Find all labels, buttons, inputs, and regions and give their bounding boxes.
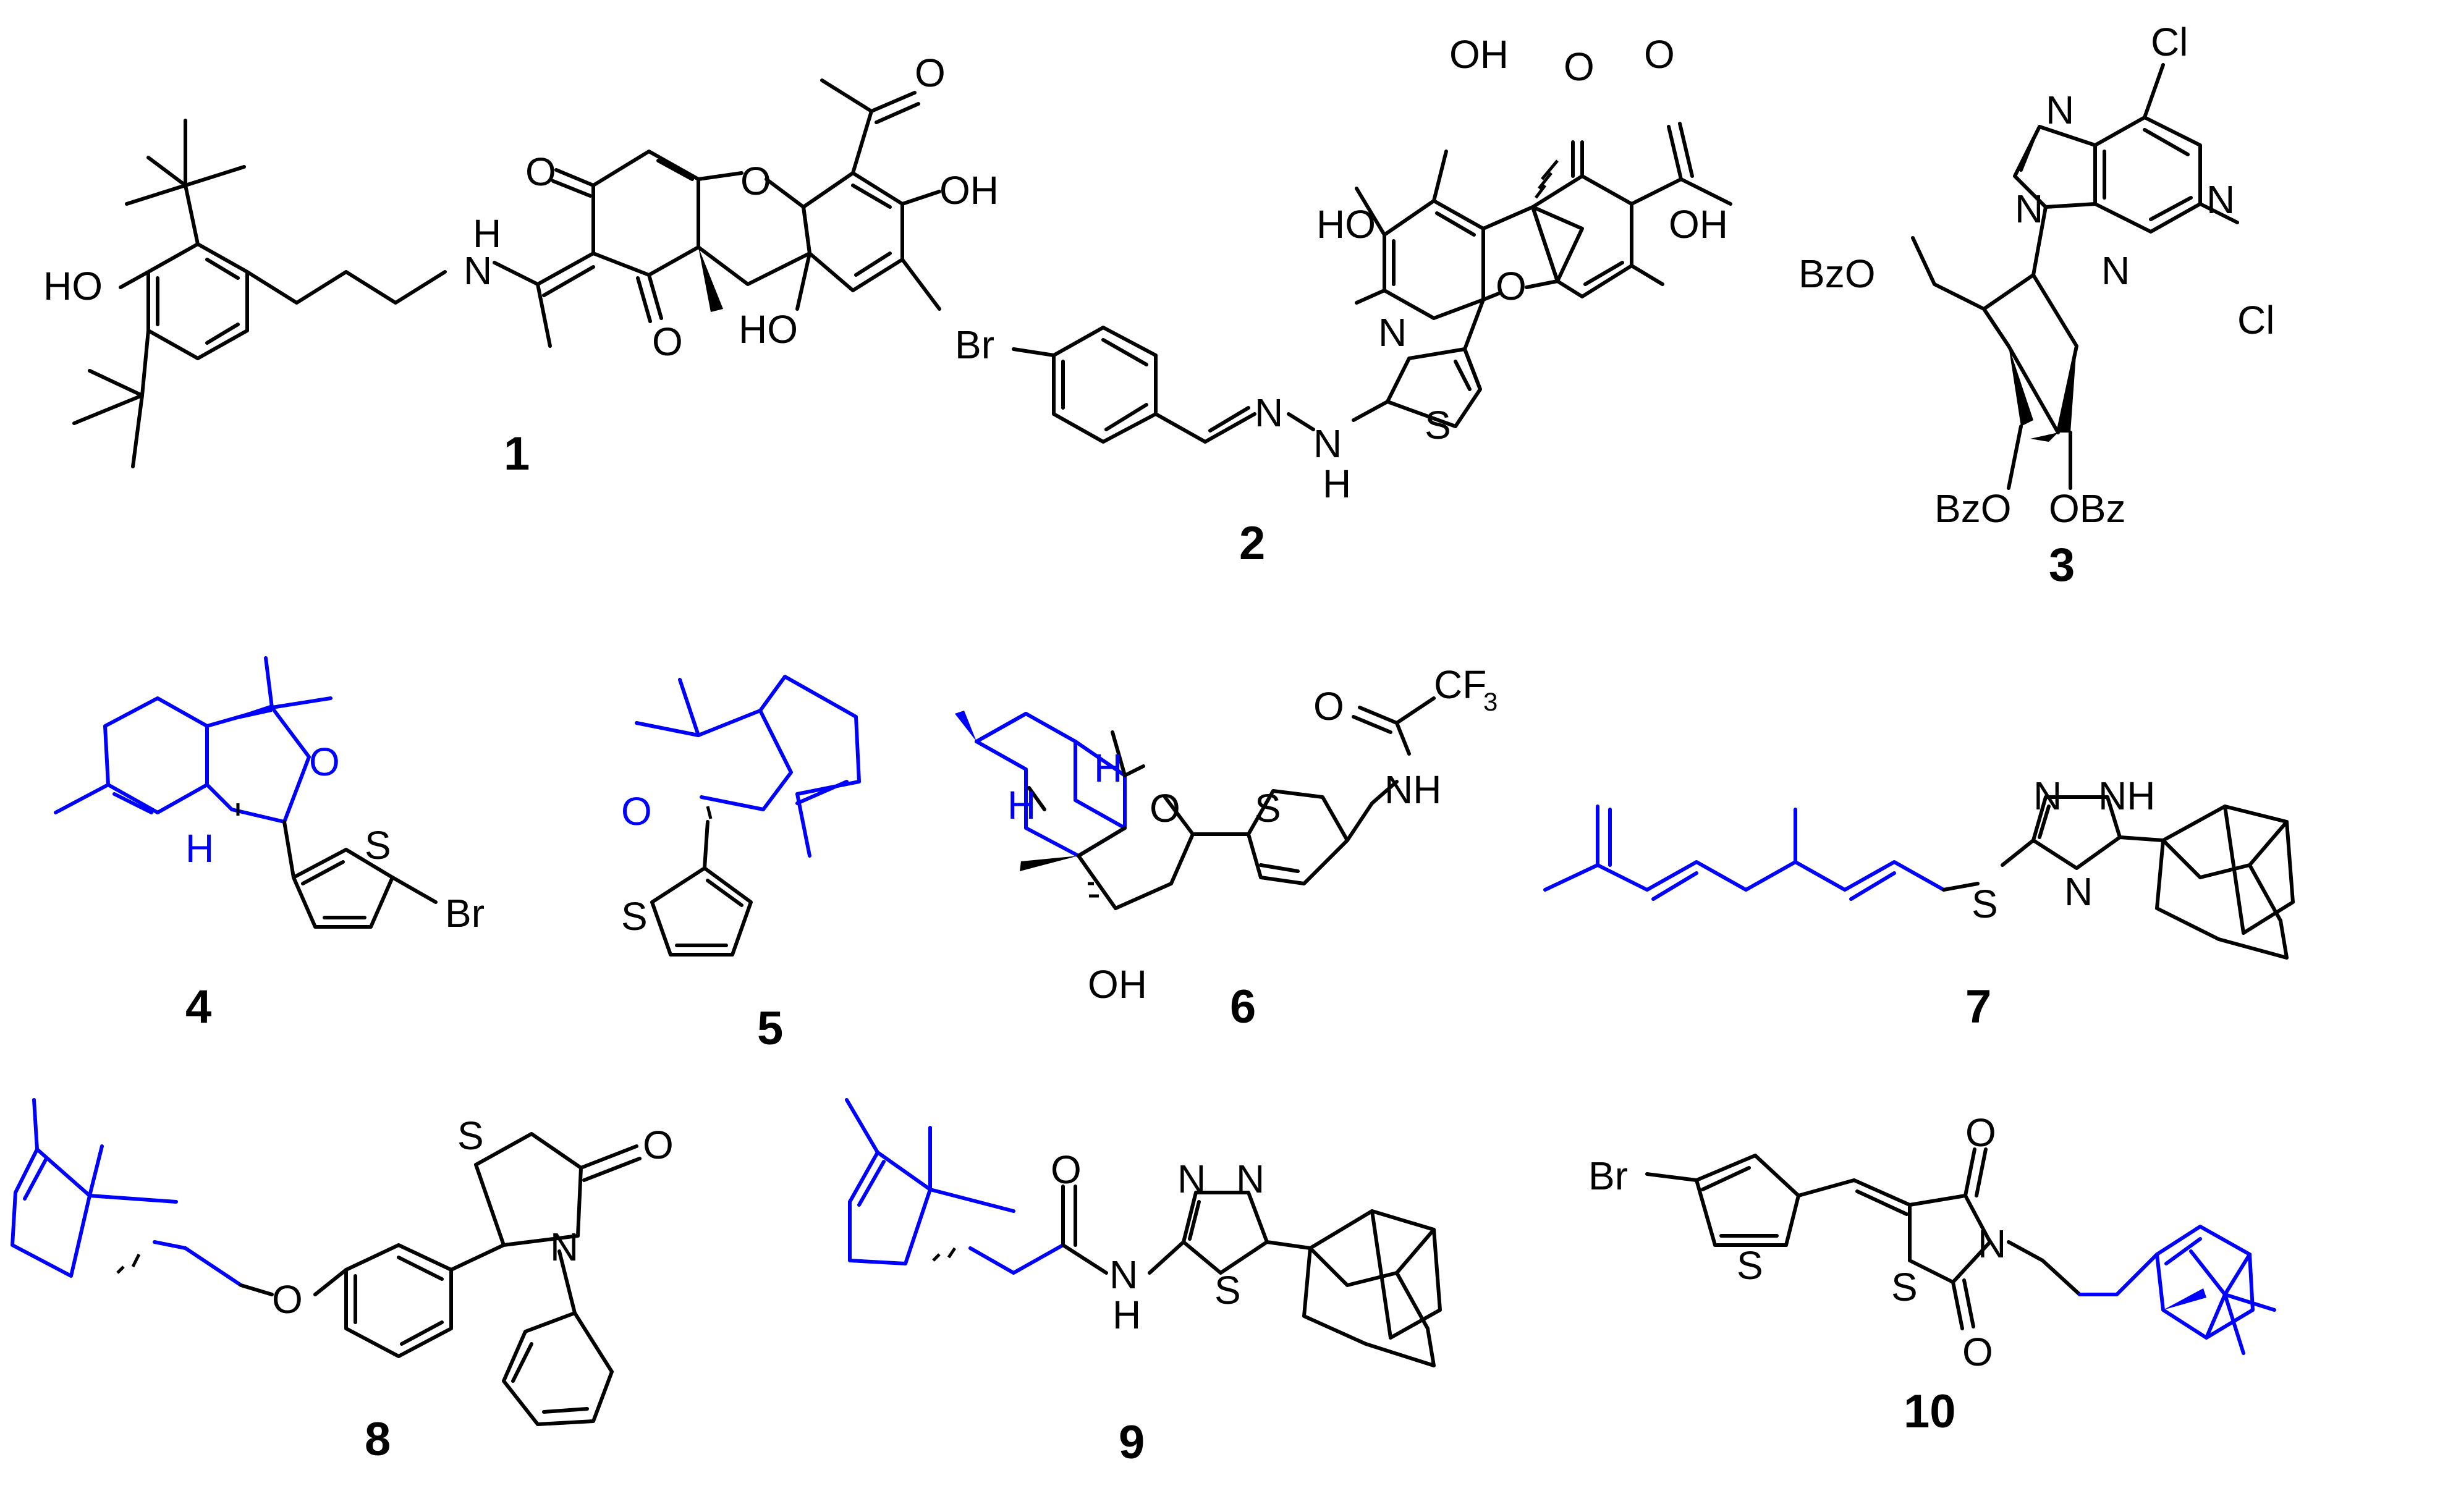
compound-5: O S 5 [621, 675, 861, 1055]
atom-label: N [1378, 310, 1407, 355]
atom-label: O [915, 51, 946, 95]
atom-label: N [550, 1225, 578, 1269]
atom-label: S [457, 1113, 484, 1158]
compound-number: 4 [185, 981, 211, 1033]
atom-label: O [1150, 786, 1180, 830]
atom-label: O [1313, 684, 1344, 729]
atom-label: S [365, 823, 391, 868]
atom-label: S [1972, 882, 1998, 926]
atom-label: N [2033, 774, 2062, 818]
atom-label: O [740, 159, 771, 203]
atom-label: N [1236, 1157, 1264, 1201]
atom-label: O [1051, 1147, 1082, 1192]
atom-label: HO [43, 264, 103, 308]
atom-label: O [621, 789, 652, 834]
compound-number: 6 [1230, 981, 1256, 1033]
atom-label: O [309, 740, 340, 784]
atom-label: BzO [1934, 486, 2011, 531]
atom-label: Br [955, 323, 994, 367]
atom-label: S [1737, 1243, 1763, 1288]
atom-label: O [1496, 264, 1527, 308]
compound-number: 8 [365, 1413, 391, 1466]
atom-label: NH [1384, 767, 1441, 812]
atom-label: NH [2098, 774, 2155, 818]
atom-label: OH [1449, 32, 1509, 77]
compound-number: 9 [1119, 1416, 1145, 1469]
atom-label: S [1425, 403, 1451, 447]
compound-2: OH O O HO OH O N S Br N N H 2 [955, 32, 1732, 570]
atom-label: N [2046, 88, 2074, 132]
atom-label: OH [939, 168, 999, 213]
compound-number: 10 [1904, 1385, 1956, 1438]
atom-label: O [1962, 1330, 1993, 1374]
atom-label: Br [445, 891, 485, 935]
compound-3: Cl N N N N Cl BzO BzO OBz 3 [1798, 20, 2274, 591]
atom-label: OH [1669, 202, 1728, 247]
compound-number: 7 [1965, 981, 1991, 1033]
atom-label: O [652, 319, 683, 364]
compound-number: 5 [757, 1002, 783, 1055]
atom-label: S [1255, 786, 1281, 830]
atom-label: H [1112, 1293, 1141, 1337]
atom-label: N [464, 248, 492, 293]
compound-1: HO N H O O O O OH HO 1 [43, 51, 999, 480]
compound-10: Br S O N S O 10 [1588, 1110, 2276, 1438]
atom-label: OBz [2049, 486, 2125, 531]
atom-label: N [2206, 177, 2235, 222]
atom-label: Cl [2237, 298, 2274, 342]
atom-label: N [2015, 187, 2043, 231]
atom-label: O [272, 1277, 303, 1322]
compound-4: O H S Br 4 [54, 656, 485, 1033]
atom-label: O [1965, 1110, 1996, 1155]
atom-label: O [1644, 32, 1675, 77]
compound-number: 1 [504, 428, 530, 480]
atom-label: HO [739, 307, 798, 352]
atom-label: Br [1588, 1154, 1628, 1198]
atom-label: N [1255, 391, 1283, 435]
compound-9: O N N S N H 9 [845, 1098, 1442, 1469]
atom-label: H [1094, 746, 1122, 790]
atom-label: N [1313, 421, 1342, 466]
atom-label: Cl [2151, 20, 2188, 64]
atom-label: N [2101, 248, 2130, 293]
atom-label: O [1564, 44, 1595, 89]
compound-number: 2 [1239, 517, 1265, 570]
atom-label: S [621, 894, 648, 939]
atom-label: H [1323, 462, 1351, 506]
atom-label: N [2064, 869, 2093, 914]
atom-label: CF [1434, 662, 1486, 707]
atom-label: H [185, 826, 214, 871]
atom-label: S [1214, 1268, 1241, 1312]
atom-label: OH [1088, 962, 1147, 1007]
compound-7: N NH N S 7 [1543, 774, 2295, 1033]
compound-6: O CF 3 NH H H O S OH 6 [955, 662, 1497, 1033]
atom-label: O [643, 1123, 674, 1167]
atom-label: S [1891, 1265, 1918, 1309]
atom-label: N [1978, 1222, 2006, 1266]
atom-label: O [525, 150, 556, 194]
atom-label: H [473, 211, 501, 256]
atom-label: HO [1316, 202, 1376, 247]
atom-label: 3 [1483, 687, 1497, 716]
atom-label: N [1109, 1252, 1138, 1297]
compound-number: 3 [2049, 539, 2075, 591]
atom-label: H [1007, 783, 1036, 827]
atom-label: BzO [1798, 251, 1875, 296]
atom-label: N [1177, 1157, 1206, 1201]
compound-8: S O N O 8 [11, 1098, 674, 1466]
